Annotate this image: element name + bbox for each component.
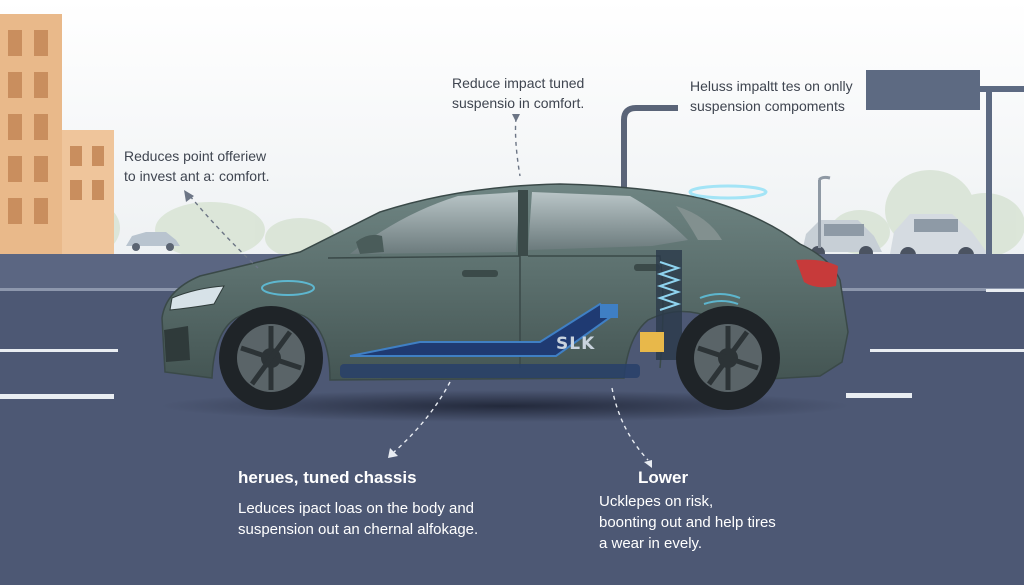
bottom-left-heading: herues, tuned chassis bbox=[238, 468, 417, 487]
main-car: SLK bbox=[161, 183, 849, 410]
leader-bottom-left bbox=[393, 381, 451, 453]
sensor-glow-rear bbox=[699, 293, 741, 305]
street-lamp bbox=[817, 175, 831, 248]
front-wheel bbox=[219, 306, 323, 410]
chassis-cutaway bbox=[340, 302, 640, 378]
bottom-right-line-2: boonting out and help tires bbox=[599, 514, 776, 531]
rear-suspension-strut bbox=[640, 250, 682, 360]
rear-window bbox=[528, 192, 688, 250]
sensor-glow-roof bbox=[688, 184, 768, 200]
b-pillar bbox=[518, 190, 528, 256]
arrow-heads-bottom bbox=[388, 448, 652, 468]
callout-top-left-line-2: to invest ant a: comfort. bbox=[124, 168, 270, 184]
leader-top-center bbox=[514, 117, 521, 177]
callout-top-right-line-1: Heluss impaltt tes on onlly bbox=[690, 78, 853, 94]
lane-markings bbox=[0, 289, 1024, 399]
callout-top-left-line-1: Reduces point offerіew bbox=[124, 148, 267, 164]
car-badge: SLK bbox=[556, 334, 595, 354]
front-window bbox=[350, 192, 520, 254]
rear-door-handle bbox=[634, 264, 660, 271]
callout-top-center-line-1: Reduce impact tuned bbox=[452, 75, 585, 91]
callout-top-right: Heluss impaltt tes on onlly suspension c… bbox=[690, 76, 853, 116]
building-left bbox=[0, 14, 114, 258]
rear-wheel bbox=[676, 306, 780, 410]
leader-bottom-right bbox=[611, 387, 649, 461]
taillight bbox=[796, 259, 838, 288]
callout-top-right-line-2: suspension compoments bbox=[690, 98, 845, 114]
front-door-line bbox=[327, 255, 521, 368]
callout-top-left: Reduces point offerіew to invest ant a: … bbox=[124, 146, 270, 186]
callout-top-center-line-2: suspensio in comfort. bbox=[452, 95, 585, 111]
leader-lines bbox=[189, 117, 521, 269]
bottom-left-line-2: suspension out an chernal alfokage. bbox=[238, 521, 479, 538]
bottom-right-line-3: a wear in evely. bbox=[599, 535, 703, 552]
leader-top-left bbox=[189, 195, 259, 269]
road-sign-gantry bbox=[621, 70, 1024, 258]
shock-absorber bbox=[640, 332, 664, 352]
bottom-left-line-1: Leduces ipact loas on the body and bbox=[238, 500, 475, 517]
quarter-window bbox=[676, 206, 722, 240]
bottom-right-line-1: Ucklepes on risk, bbox=[599, 493, 714, 510]
front-door-handle bbox=[462, 270, 498, 277]
bottom-right-heading: Lower bbox=[638, 468, 689, 487]
front-grille bbox=[164, 326, 190, 362]
car-shadow bbox=[160, 390, 850, 422]
callout-top-center: Reduce impact tuned suspensio in comfort… bbox=[452, 73, 584, 113]
leader-lines-bottom bbox=[393, 381, 649, 461]
sensor-glow-front bbox=[261, 280, 315, 296]
arrow-heads bbox=[184, 114, 520, 202]
bottom-right-description: Ucklepes on risk, boonting out and help … bbox=[599, 491, 776, 554]
headlight bbox=[169, 285, 225, 311]
bottom-left-description: Leduces ipact loas on the body and suspe… bbox=[238, 498, 478, 540]
side-mirror bbox=[356, 234, 384, 254]
background-car-left bbox=[126, 232, 180, 251]
